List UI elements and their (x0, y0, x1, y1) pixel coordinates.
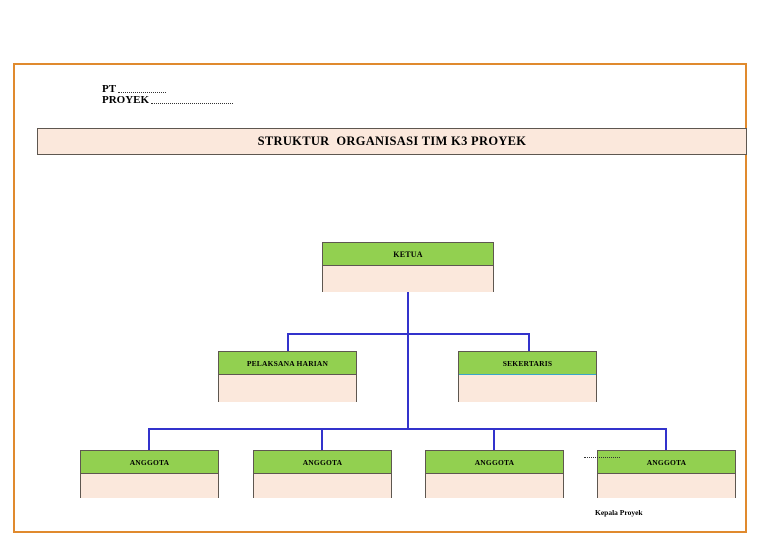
node-anggota-2-label: ANGGOTA (302, 457, 343, 467)
node-sekertaris-title: SEKERTARIS (459, 352, 596, 375)
project-name-blank[interactable] (151, 102, 234, 104)
connector-level1-bus (287, 333, 529, 335)
node-pelaksana-harian-name-field[interactable] (219, 375, 356, 402)
org-chart: KETUA PELAKSANA HARIAN SEKERTARIS ANGGOT… (15, 65, 745, 531)
node-sekertaris[interactable]: SEKERTARIS (458, 351, 597, 402)
connector-drop-sekertaris (528, 333, 530, 352)
connector-drop-anggota-1 (148, 428, 150, 451)
node-anggota-2[interactable]: ANGGOTA (253, 450, 392, 498)
project-name-line: PROYEK (102, 95, 402, 106)
node-anggota-3-name-field[interactable] (426, 474, 563, 498)
page-title: STRUKTUR ORGANISASI TIM K3 PROYEK (257, 134, 527, 148)
node-ketua-name-field[interactable] (323, 266, 493, 292)
node-anggota-3[interactable]: ANGGOTA (425, 450, 564, 498)
node-anggota-2-name-field[interactable] (254, 474, 391, 498)
node-anggota-1-name-field[interactable] (81, 474, 218, 498)
connector-drop-anggota-2 (321, 428, 323, 451)
node-pelaksana-harian-title: PELAKSANA HARIAN (219, 352, 356, 375)
company-name-blank[interactable] (118, 91, 167, 93)
title-banner: STRUKTUR ORGANISASI TIM K3 PROYEK (37, 128, 747, 155)
signature-role-label: Kepala Proyek (595, 508, 643, 517)
project-label: PROYEK (102, 94, 150, 106)
node-anggota-1[interactable]: ANGGOTA (80, 450, 219, 498)
node-pelaksana-harian[interactable]: PELAKSANA HARIAN (218, 351, 357, 402)
connector-level2-bus (148, 428, 666, 430)
node-sekertaris-name-field[interactable] (459, 375, 596, 402)
node-ketua[interactable]: KETUA (322, 242, 494, 292)
node-anggota-1-title: ANGGOTA (81, 451, 218, 474)
node-ketua-title: KETUA (323, 243, 493, 266)
node-sekertaris-label: SEKERTARIS (502, 358, 553, 368)
page-frame: PT PROYEK STRUKTUR ORGANISASI TIM K3 PRO… (13, 63, 747, 533)
company-header: PT PROYEK (102, 84, 402, 106)
node-pelaksana-harian-label: PELAKSANA HARIAN (246, 358, 329, 368)
connector-drop-anggota-3 (493, 428, 495, 451)
node-anggota-4-title: ANGGOTA (598, 451, 735, 474)
connector-drop-anggota-4 (665, 428, 667, 451)
node-anggota-4-label: ANGGOTA (646, 457, 687, 467)
company-name-line: PT (102, 84, 402, 95)
company-label: PT (102, 83, 117, 95)
node-ketua-label: KETUA (393, 249, 423, 259)
node-anggota-1-label: ANGGOTA (129, 457, 170, 467)
node-anggota-3-title: ANGGOTA (426, 451, 563, 474)
node-anggota-3-label: ANGGOTA (474, 457, 515, 467)
node-anggota-2-title: ANGGOTA (254, 451, 391, 474)
connector-ketua-trunk (407, 292, 409, 428)
node-anggota-4-name-field[interactable] (598, 474, 735, 498)
connector-drop-pelaksana (287, 333, 289, 352)
node-anggota-4[interactable]: ANGGOTA (597, 450, 736, 498)
signature-name-blank[interactable] (584, 456, 620, 458)
signature-block: Kepala Proyek (584, 456, 734, 517)
